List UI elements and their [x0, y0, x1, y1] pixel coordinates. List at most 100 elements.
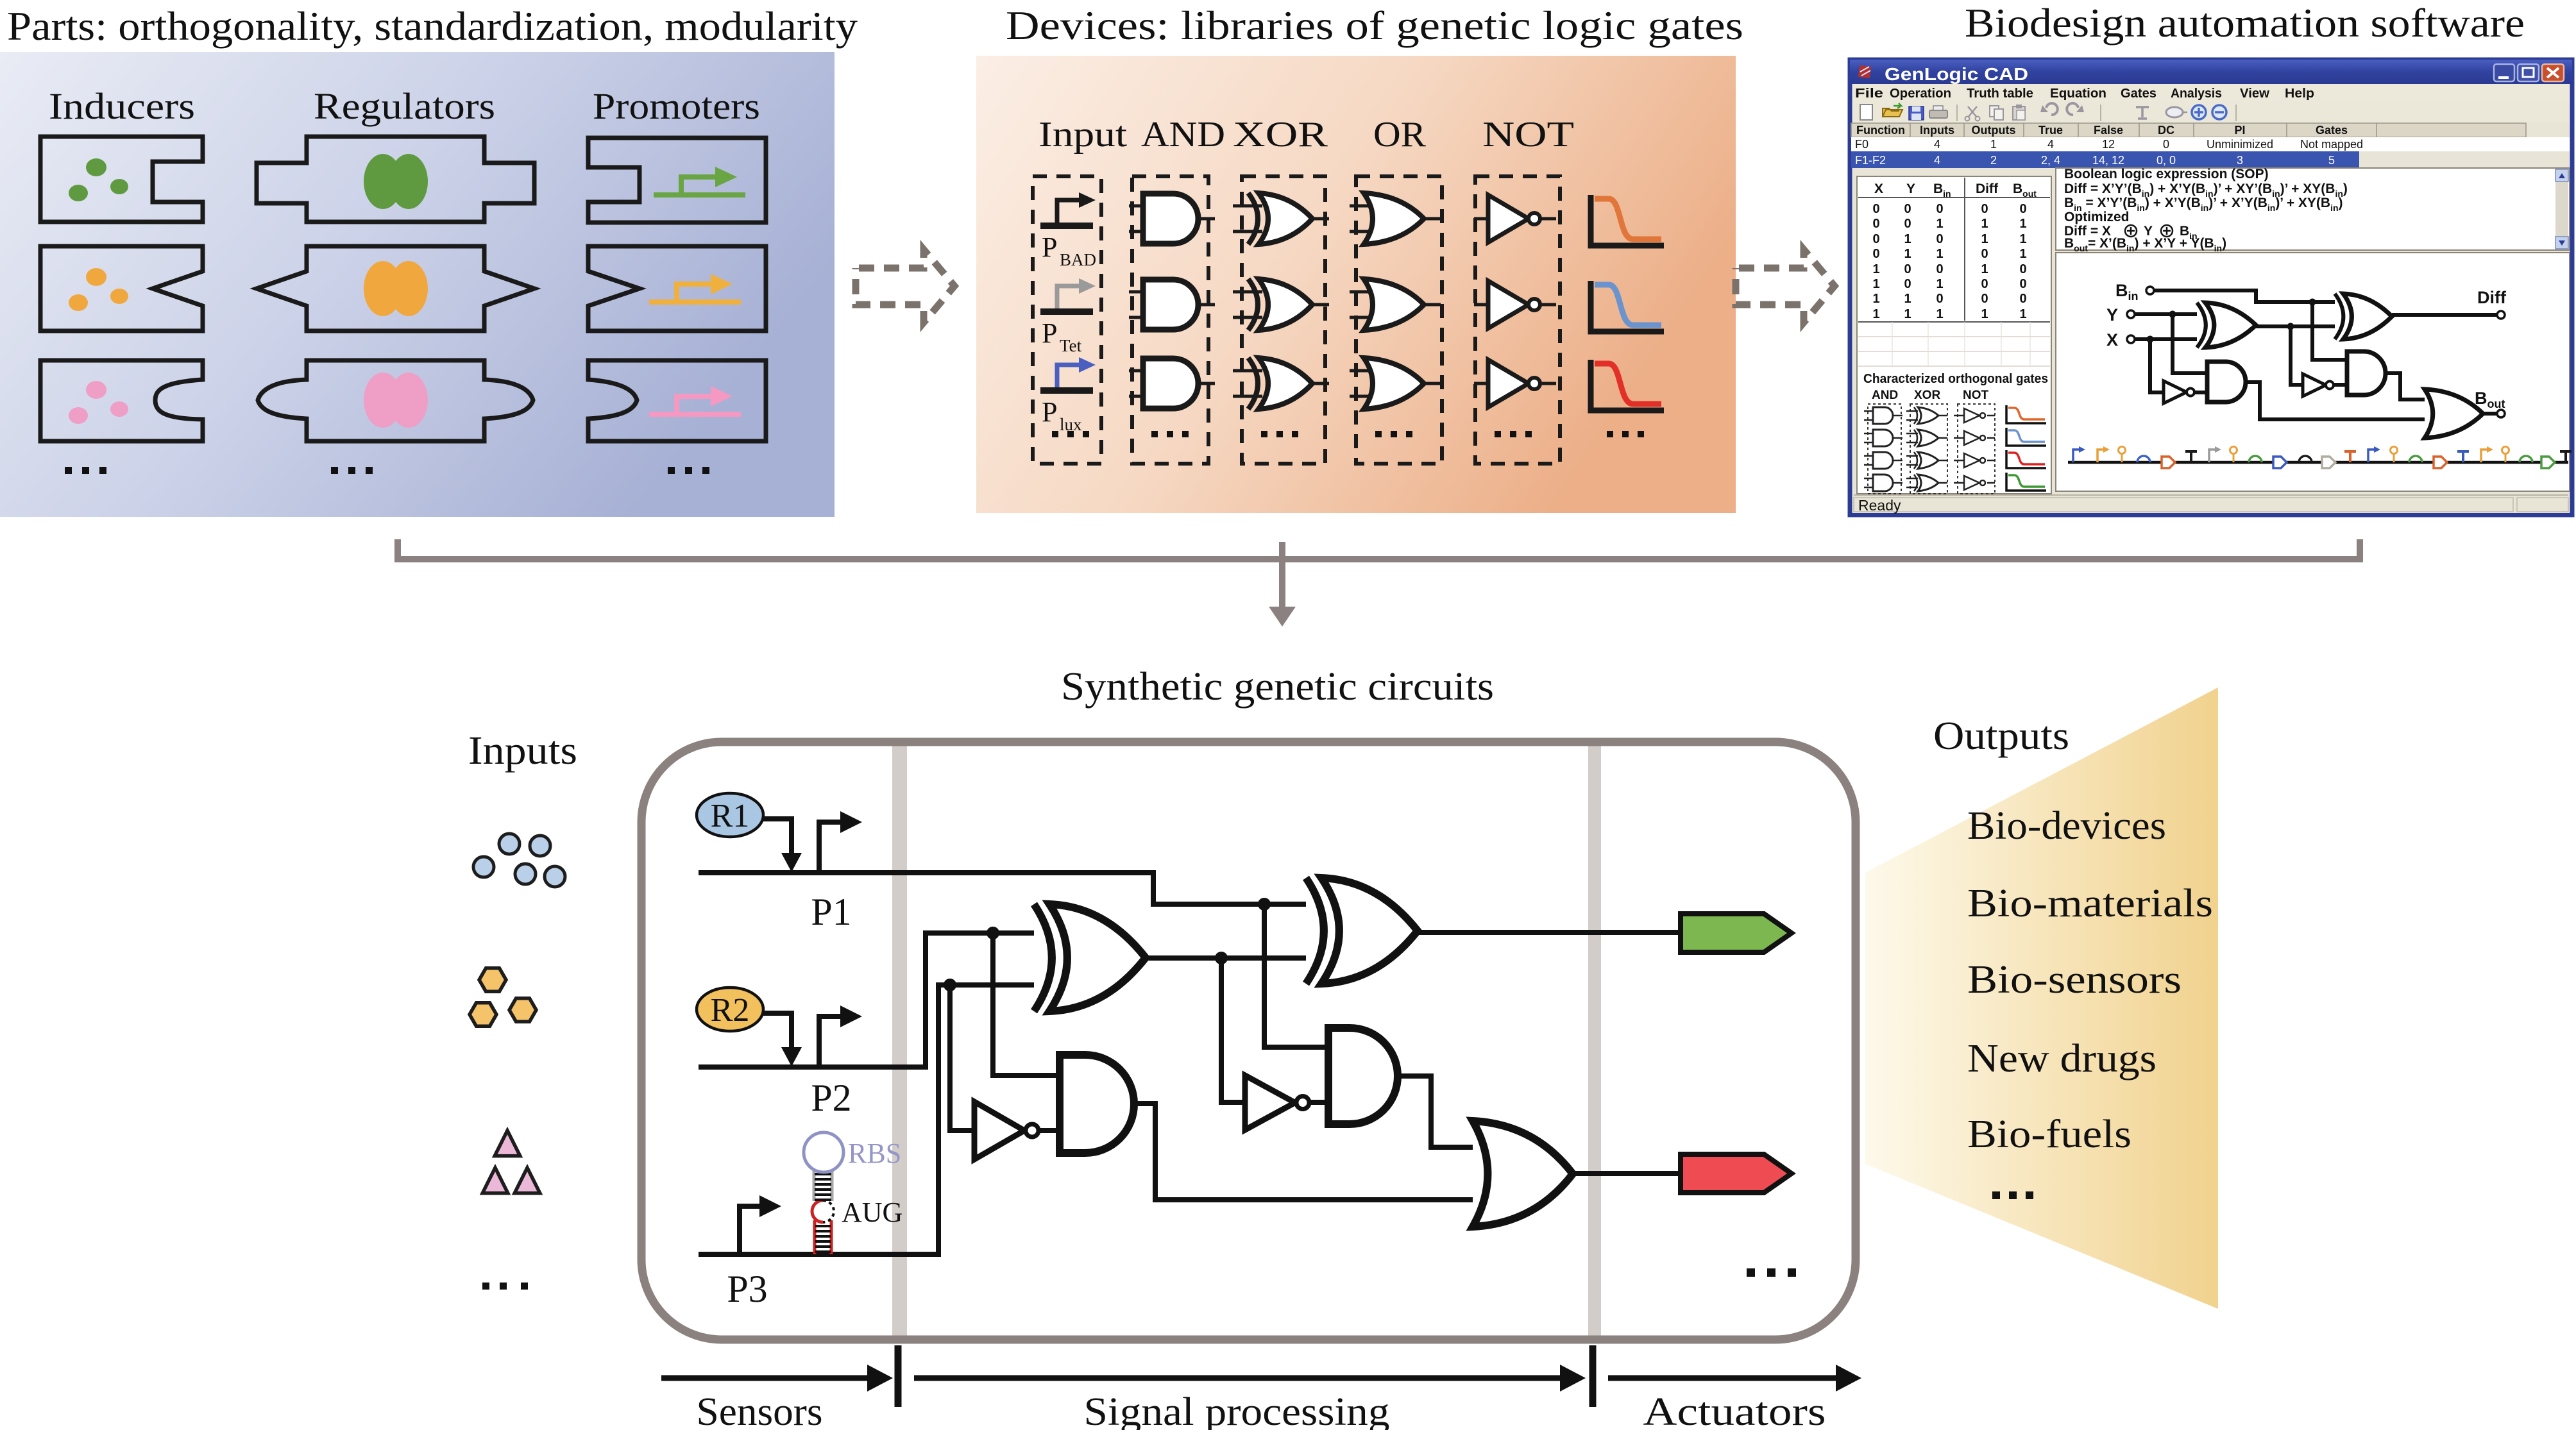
svg-text:DC: DC — [2158, 124, 2174, 137]
svg-text:Y: Y — [2144, 224, 2153, 239]
svg-text:1: 1 — [1872, 292, 1879, 306]
svg-text:Diff: Diff — [1976, 181, 1999, 196]
svg-text:0: 0 — [1936, 202, 1943, 216]
svg-text:AUG: AUG — [842, 1197, 902, 1228]
svg-text:Bin: Bin — [2180, 224, 2198, 241]
svg-text:1: 1 — [1981, 307, 1988, 321]
svg-text:Parts: orthogonality, standard: Parts: orthogonality, standardization, m… — [7, 3, 858, 49]
svg-text:P: P — [1042, 317, 1057, 349]
svg-text:Regulators: Regulators — [314, 85, 495, 127]
svg-text:X: X — [1874, 181, 1883, 196]
svg-text:F1-F2: F1-F2 — [1855, 154, 1886, 167]
svg-text:P2: P2 — [811, 1077, 851, 1119]
svg-text:1: 1 — [1904, 247, 1911, 261]
svg-text:0: 0 — [1904, 202, 1911, 216]
svg-text:4: 4 — [2047, 138, 2054, 151]
svg-text:3: 3 — [2237, 154, 2243, 167]
svg-text:Equation: Equation — [2050, 87, 2106, 101]
svg-text:Truth table: Truth table — [1967, 87, 2033, 101]
svg-text:Devices: libraries of genetic: Devices: libraries of genetic logic gate… — [1006, 3, 1743, 48]
svg-text:PI: PI — [2234, 124, 2245, 137]
svg-text:XOR: XOR — [1914, 389, 1940, 402]
svg-text:New drugs: New drugs — [1967, 1037, 2157, 1081]
svg-text:0: 0 — [2019, 202, 2026, 216]
svg-text:0: 0 — [1981, 202, 1988, 216]
svg-text:1: 1 — [1981, 262, 1988, 276]
svg-text:Bio-devices: Bio-devices — [1967, 804, 2166, 848]
svg-text:1: 1 — [1872, 277, 1879, 291]
svg-text:0: 0 — [1872, 217, 1879, 231]
svg-text:Promoters: Promoters — [593, 85, 760, 127]
svg-text:Inducers: Inducers — [49, 85, 195, 127]
svg-text:1: 1 — [1872, 262, 1879, 276]
svg-text:AND: AND — [1141, 115, 1225, 155]
svg-text:Signal processing: Signal processing — [1084, 1390, 1390, 1430]
svg-text:1: 1 — [1936, 217, 1943, 231]
svg-text:Y: Y — [1906, 181, 1915, 196]
svg-text:P1: P1 — [811, 891, 851, 933]
svg-text:File: File — [1855, 87, 1883, 101]
svg-text:P: P — [1042, 396, 1057, 428]
svg-text:Help: Help — [2285, 87, 2314, 101]
svg-text:0: 0 — [1936, 292, 1943, 306]
svg-text:Bio-materials: Bio-materials — [1967, 882, 2213, 925]
svg-text:P3: P3 — [727, 1268, 767, 1310]
svg-text:P: P — [1042, 231, 1057, 263]
svg-text:Function: Function — [1856, 124, 1905, 137]
svg-text:0: 0 — [2019, 292, 2026, 306]
svg-text:1: 1 — [1936, 277, 1943, 291]
svg-text:X: X — [2106, 330, 2118, 349]
svg-text:14, 12: 14, 12 — [2092, 154, 2124, 167]
svg-text:2: 2 — [1990, 154, 1997, 167]
svg-text:4: 4 — [1934, 138, 1940, 151]
svg-text:R1: R1 — [711, 798, 750, 834]
svg-text:Not mapped: Not mapped — [2300, 138, 2363, 151]
svg-text:Boolean logic expression (SOP): Boolean logic expression (SOP) — [2064, 167, 2269, 181]
svg-text:Bin = X’Y’(Bin) + X’Y(Bin)’ +: Bin = X’Y’(Bin) + X’Y(Bin)’ + X’Y(Bin)’ … — [2064, 196, 2343, 213]
svg-text:Tet: Tet — [1060, 336, 1082, 355]
svg-text:1: 1 — [2019, 307, 2026, 321]
svg-text:View: View — [2240, 87, 2269, 101]
svg-text:Diff = X: Diff = X — [2064, 224, 2111, 239]
svg-text:Input: Input — [1038, 115, 1128, 155]
svg-text:Actuators: Actuators — [1643, 1390, 1826, 1430]
svg-text:Characterized orthogonal gates: Characterized orthogonal gates — [1863, 372, 2048, 386]
svg-text:0: 0 — [1981, 247, 1988, 261]
svg-text:Diff = X’Y’(Bin) + X’Y(Bin)’: Diff = X’Y’(Bin) + X’Y(Bin)’ + XY’(Bin)’… — [2064, 181, 2348, 199]
svg-text:0: 0 — [1872, 247, 1879, 261]
svg-text:5: 5 — [2328, 154, 2335, 167]
svg-text:0: 0 — [1981, 292, 1988, 306]
svg-text:12: 12 — [2102, 138, 2115, 151]
svg-text:1: 1 — [1872, 307, 1879, 321]
svg-text:AND: AND — [1872, 389, 1898, 402]
svg-text:Optimized: Optimized — [2064, 210, 2130, 224]
svg-text:1: 1 — [1990, 138, 1997, 151]
svg-text:0: 0 — [2019, 262, 2026, 276]
svg-text:1: 1 — [1904, 292, 1911, 306]
svg-text:Synthetic genetic circuits: Synthetic genetic circuits — [1061, 665, 1494, 709]
svg-text:RBS: RBS — [848, 1138, 901, 1169]
svg-text:F0: F0 — [1855, 138, 1868, 151]
svg-text:Gates: Gates — [2316, 124, 2348, 137]
svg-text:1: 1 — [1904, 307, 1911, 321]
svg-text:Ready: Ready — [1858, 497, 1901, 514]
svg-text:Operation: Operation — [1890, 87, 1951, 101]
svg-text:Gates: Gates — [2121, 87, 2157, 101]
svg-text:Unminimized: Unminimized — [2207, 138, 2273, 151]
svg-text:0: 0 — [1904, 262, 1911, 276]
svg-text:1: 1 — [1904, 232, 1911, 246]
svg-text:1: 1 — [1936, 307, 1943, 321]
svg-text:1: 1 — [1936, 247, 1943, 261]
svg-text:Outputs: Outputs — [1972, 124, 2016, 137]
svg-text:1: 1 — [2019, 232, 2026, 246]
svg-text:Biodesign automation software: Biodesign automation software — [1965, 0, 2525, 46]
svg-text:NOT: NOT — [1963, 389, 1989, 402]
svg-text:Inputs: Inputs — [1920, 124, 1954, 137]
svg-text:OR: OR — [1373, 115, 1427, 155]
svg-text:0, 0: 0, 0 — [2157, 154, 2176, 167]
svg-text:0: 0 — [1872, 232, 1879, 246]
svg-text:0: 0 — [1981, 277, 1988, 291]
svg-text:Y: Y — [2106, 305, 2118, 324]
svg-text:Inputs: Inputs — [468, 729, 577, 773]
svg-text:0: 0 — [1904, 217, 1911, 231]
